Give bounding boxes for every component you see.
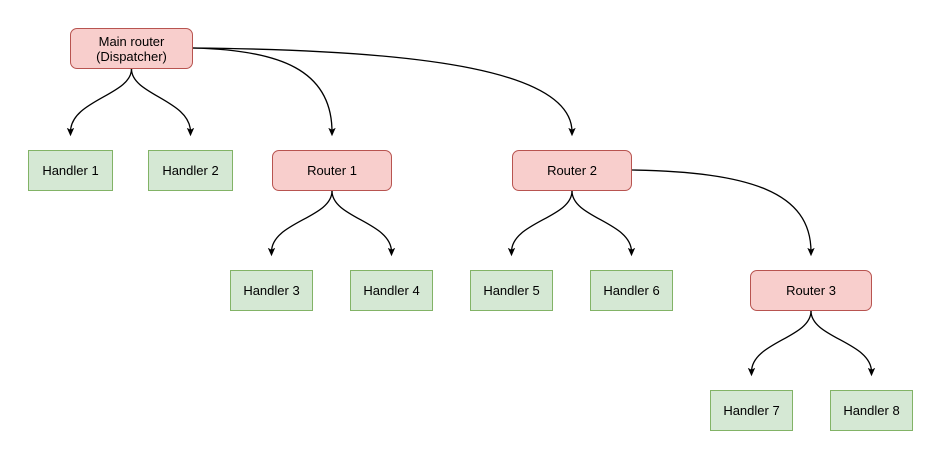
node-router2-label: Router 2	[547, 163, 597, 178]
edge-router3-to-handler7	[747, 310, 812, 377]
edge-router1-to-handler3	[267, 190, 333, 257]
edge-router2-to-handler6	[571, 190, 636, 257]
node-handler5-label: Handler 5	[483, 283, 540, 298]
edge-main-to-handler2	[130, 68, 195, 137]
node-handler4[interactable]: Handler 4	[350, 270, 433, 311]
node-handler4-label: Handler 4	[363, 283, 420, 298]
node-router1[interactable]: Router 1	[272, 150, 392, 191]
node-handler8[interactable]: Handler 8	[830, 390, 913, 431]
edge-router2-to-handler5	[507, 190, 573, 257]
node-handler1[interactable]: Handler 1	[28, 150, 113, 191]
edge-router3-to-handler8	[810, 310, 876, 377]
edge-main-to-router2	[192, 47, 576, 137]
node-router3[interactable]: Router 3	[750, 270, 872, 311]
edge-router1-to-handler4	[331, 190, 396, 257]
node-router1-label: Router 1	[307, 163, 357, 178]
node-main-label: Main router (Dispatcher)	[96, 33, 167, 64]
node-handler2[interactable]: Handler 2	[148, 150, 233, 191]
edge-router2-to-router3	[631, 169, 815, 257]
node-main[interactable]: Main router (Dispatcher)	[70, 28, 193, 69]
edge-main-to-router1	[192, 47, 336, 137]
node-handler8-label: Handler 8	[843, 403, 900, 418]
node-handler7-label: Handler 7	[723, 403, 780, 418]
node-handler3-label: Handler 3	[243, 283, 300, 298]
edge-main-to-handler1	[66, 68, 133, 137]
node-router3-label: Router 3	[786, 283, 836, 298]
node-handler3[interactable]: Handler 3	[230, 270, 313, 311]
node-handler6-label: Handler 6	[603, 283, 660, 298]
edges-group	[66, 47, 876, 377]
node-handler2-label: Handler 2	[162, 163, 219, 178]
node-router2[interactable]: Router 2	[512, 150, 632, 191]
node-handler1-label: Handler 1	[42, 163, 99, 178]
node-handler5[interactable]: Handler 5	[470, 270, 553, 311]
node-handler7[interactable]: Handler 7	[710, 390, 793, 431]
node-handler6[interactable]: Handler 6	[590, 270, 673, 311]
